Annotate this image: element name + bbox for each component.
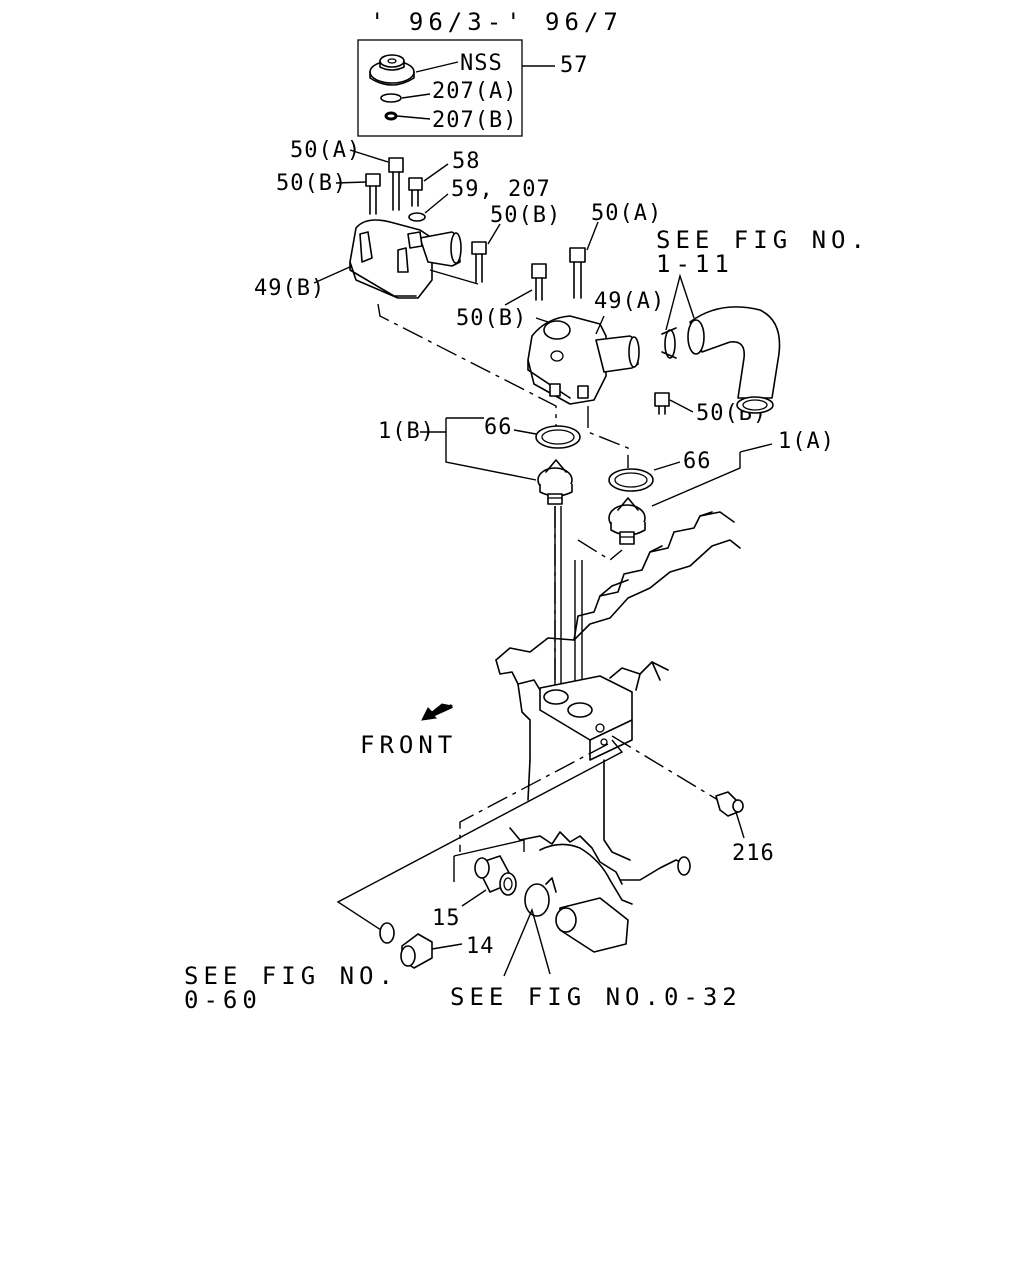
- see-fig-0-32-label: SEE FIG NO.0-32: [450, 983, 742, 1011]
- bolt-50a-label-2: 50(A): [591, 201, 662, 226]
- see-fig-1-11-line2: 1-11: [656, 250, 734, 278]
- plug-14-label: 14: [466, 934, 495, 959]
- gasket-66-b-part: [535, 425, 581, 449]
- nss-cap-part: [369, 54, 415, 86]
- bolt-50b-left-part: [365, 173, 381, 215]
- gasket-66-label-b: 66: [484, 415, 513, 440]
- gasket-66-label-a: 66: [683, 449, 712, 474]
- group-ref-57-label: 57: [560, 53, 589, 78]
- hose-clamp-part: [661, 327, 677, 359]
- bolt-50b-label-2: 50(B): [490, 203, 561, 228]
- bolt-50b-mid-part: [471, 241, 487, 283]
- drain-plug-14-part: [400, 933, 433, 969]
- see-fig-1-11-line1: SEE FIG NO.: [656, 226, 870, 254]
- see-fig-0-60-line1: SEE FIG NO.: [184, 962, 398, 990]
- bolt-58-part: [408, 177, 423, 207]
- bolt-50b-lower-right-part: [654, 392, 670, 415]
- bolt-58-label: 58: [452, 149, 481, 174]
- thermostat-1b-label: 1(B): [378, 419, 435, 444]
- bolt-50a-left-part: [388, 157, 404, 211]
- thermostat-1b-part: [537, 459, 573, 505]
- o-ring-207b-label: 207(B): [432, 108, 517, 133]
- sleeve-15-label: 15: [432, 906, 461, 931]
- date-range-label: ' 96/3-' 96/7: [370, 8, 623, 36]
- thermostat-1a-label: 1(A): [778, 429, 835, 454]
- sensor-216-part: [715, 791, 744, 817]
- see-fig-0-60-line2: 0-60: [184, 986, 262, 1014]
- thermostat-housing-49a-part: [527, 315, 640, 405]
- bolt-50b-upper-right-part: [531, 263, 547, 301]
- o-ring-207b-part: [384, 111, 398, 121]
- cylinder-head-block-part: [495, 511, 741, 953]
- gasket-66-a-part: [608, 468, 654, 492]
- bolt-50a-label-1: 50(A): [290, 138, 361, 163]
- washer-lower-part: [379, 922, 395, 944]
- sensor-216-label: 216: [732, 841, 775, 866]
- washer-59-207-label: 59, 207: [451, 177, 551, 202]
- front-arrow-icon: [421, 703, 454, 721]
- housing-49b-label: 49(B): [254, 276, 325, 301]
- housing-49a-label: 49(A): [594, 289, 665, 314]
- bolt-50a-right-part: [569, 247, 586, 299]
- nss-inset-box: [357, 39, 555, 137]
- nss-label: NSS: [460, 51, 503, 76]
- thermostat-housing-49b-part: [349, 219, 479, 299]
- hose-clamp-lower-part: [524, 877, 557, 917]
- front-label: FRONT: [360, 731, 457, 759]
- coolant-sleeve-15-part: [474, 855, 517, 896]
- thermostat-1a-part: [608, 497, 646, 545]
- radiator-hose-part: [687, 306, 781, 414]
- bolt-50b-label-1: 50(B): [276, 171, 347, 196]
- washer-59-part: [408, 212, 426, 222]
- o-ring-207a-part: [380, 93, 402, 103]
- o-ring-207a-label: 207(A): [432, 79, 517, 104]
- bolt-50b-label-3: 50(B): [456, 306, 527, 331]
